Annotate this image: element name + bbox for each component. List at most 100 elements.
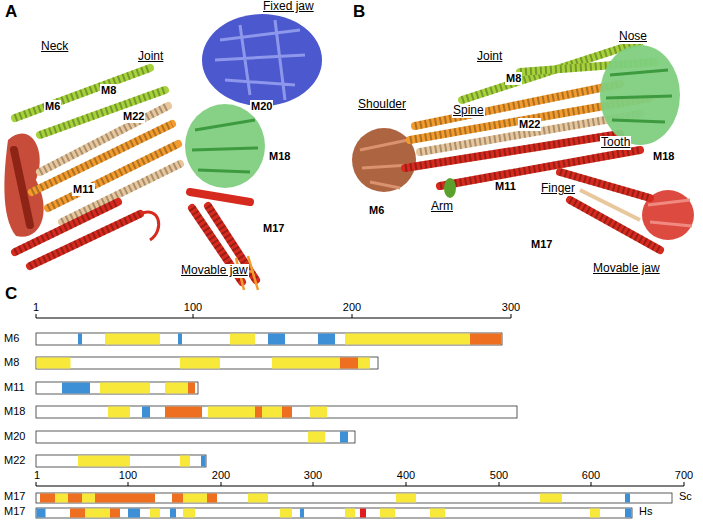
ruler [511,314,512,318]
axis-tick: 1 [33,469,41,482]
domain-bar [36,406,517,418]
ruler [684,482,685,486]
domain-bar [150,509,160,518]
m22-structure [62,164,180,222]
m6-structure [360,140,410,188]
subunit-label: M17 [262,222,285,235]
row-label: M22 [3,454,26,467]
m11-structure [30,214,140,266]
m11-structure [140,212,159,240]
m11-structure [440,150,640,186]
subunit-label: M11 [494,180,517,193]
m18-structure [185,104,265,188]
domain-bar [358,358,370,369]
domain-bar [340,358,358,369]
domain-bar [36,357,378,369]
domain-bar [110,509,120,518]
m8-structure [40,90,165,135]
domain-bar [128,509,140,518]
row-label: M8 [3,356,20,369]
axis-tick: 400 [396,469,416,482]
m17-structure [648,200,692,226]
domain-bar [170,509,176,518]
ruler [36,314,511,318]
ruler [36,486,684,487]
region-label: Arm [430,200,454,214]
domain-bar [248,494,268,503]
ruler [36,482,37,486]
domain-bar [36,333,502,345]
domain-bar [201,456,206,467]
ruler [193,314,194,318]
domain-bar [207,494,217,503]
m18-structure [192,120,258,172]
domain-bar [36,508,632,518]
subunit-label: M8 [505,72,522,85]
m6-structure [352,128,416,192]
arm-structure [444,178,456,198]
m22-structure [62,164,180,222]
subunit-label: M8 [100,84,117,97]
subunit-label: M18 [268,150,291,163]
m8-structure [15,68,165,135]
subunit-label: M17 [530,238,553,251]
axis-tick: 300 [501,301,521,314]
domain-bar [340,432,348,443]
domain-bar [55,494,68,503]
domain-bar [360,509,366,518]
subunit-label: M6 [44,100,61,113]
domain-bar [62,383,90,394]
subunit-label: M6 [368,204,385,217]
subunit-label: M22 [518,118,541,131]
m20-structure [215,20,305,100]
domain-bar [318,334,335,345]
domain-bar [183,494,207,503]
region-label: Fixed jaw [262,0,315,14]
domain-bar [308,432,325,443]
region-label: Tooth [600,136,631,150]
m17-structure [560,172,694,250]
domain-bar [36,431,355,443]
domain-bar [280,509,292,518]
domain-bar [78,334,82,345]
domain-bar [85,509,110,518]
row-label: M6 [3,332,20,345]
axis-tick: 300 [303,469,323,482]
domain-bar [300,509,304,518]
m17-structure [642,190,694,240]
m11-structure [405,134,640,186]
panel-letter: C [4,284,18,304]
domain-bar [345,509,355,518]
domain-bar [380,509,395,518]
subunit-label: M20 [250,100,273,113]
domain-bar [310,407,327,418]
region-label: Shoulder [357,98,407,112]
domain-bar [36,493,672,503]
ruler [591,482,592,486]
ruler [36,318,511,319]
region-label: Movable jaw [592,262,661,276]
domain-bar [105,334,160,345]
m8-structure [40,90,165,135]
m18-structure [600,45,680,145]
axis-tick: 200 [342,301,362,314]
axis-tick: 600 [581,469,601,482]
ruler [499,482,500,486]
subunit-label: M11 [72,183,95,196]
domain-bar [36,508,632,518]
domain-bar [396,494,416,503]
domain-bar [625,509,632,518]
m17-structure [190,192,250,202]
domain-bar [36,431,355,443]
domain-bar [100,383,150,394]
domain-bar [345,334,470,345]
ruler [313,482,314,486]
m11-structure [440,150,640,186]
subunit-label: M22 [122,110,145,123]
axis-tick: 500 [489,469,509,482]
axis-tick: 1 [32,301,40,314]
domain-bar [180,456,190,467]
region-label: Spine [452,104,485,118]
region-label: Joint [476,50,503,64]
